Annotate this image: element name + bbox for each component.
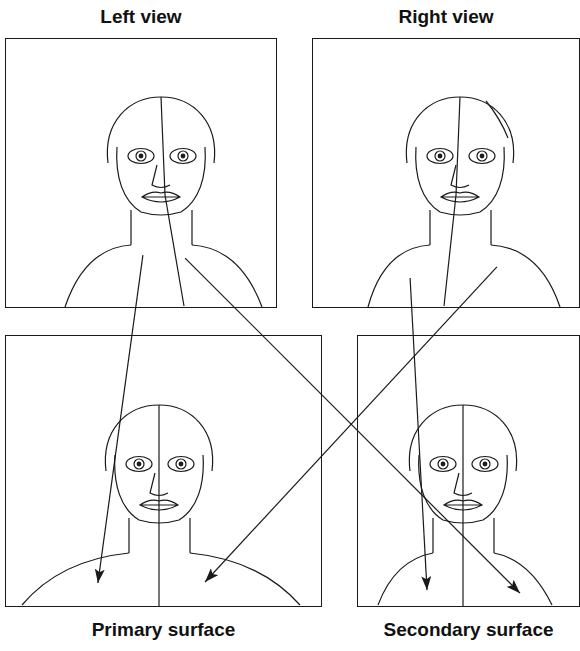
right-face — [406, 97, 513, 245]
secondary-shoulders — [378, 553, 552, 605]
mapping-arrow — [410, 278, 427, 590]
primary-divider — [158, 405, 159, 606]
left-divider — [161, 97, 184, 306]
primary-shoulders — [22, 553, 300, 605]
mapping-arrow — [98, 255, 143, 583]
right-shoulders — [368, 245, 560, 307]
right-hairline — [486, 101, 508, 138]
left-face — [107, 97, 214, 245]
right-divider — [444, 97, 460, 306]
view-panel: Left view — [5, 38, 277, 308]
view-heading: Left view — [6, 5, 276, 29]
left-shoulders — [65, 245, 262, 307]
view-panel: Right view — [312, 38, 580, 308]
mapping-arrow — [205, 267, 497, 582]
view-panel: Primary surface — [5, 335, 322, 607]
mapping-arrow — [185, 258, 520, 593]
view-heading: Primary surface — [6, 618, 321, 642]
view-heading: Right view — [313, 5, 579, 29]
secondary-divider — [462, 405, 463, 606]
view-panel: Secondary surface — [357, 335, 580, 607]
view-heading: Secondary surface — [358, 618, 579, 642]
